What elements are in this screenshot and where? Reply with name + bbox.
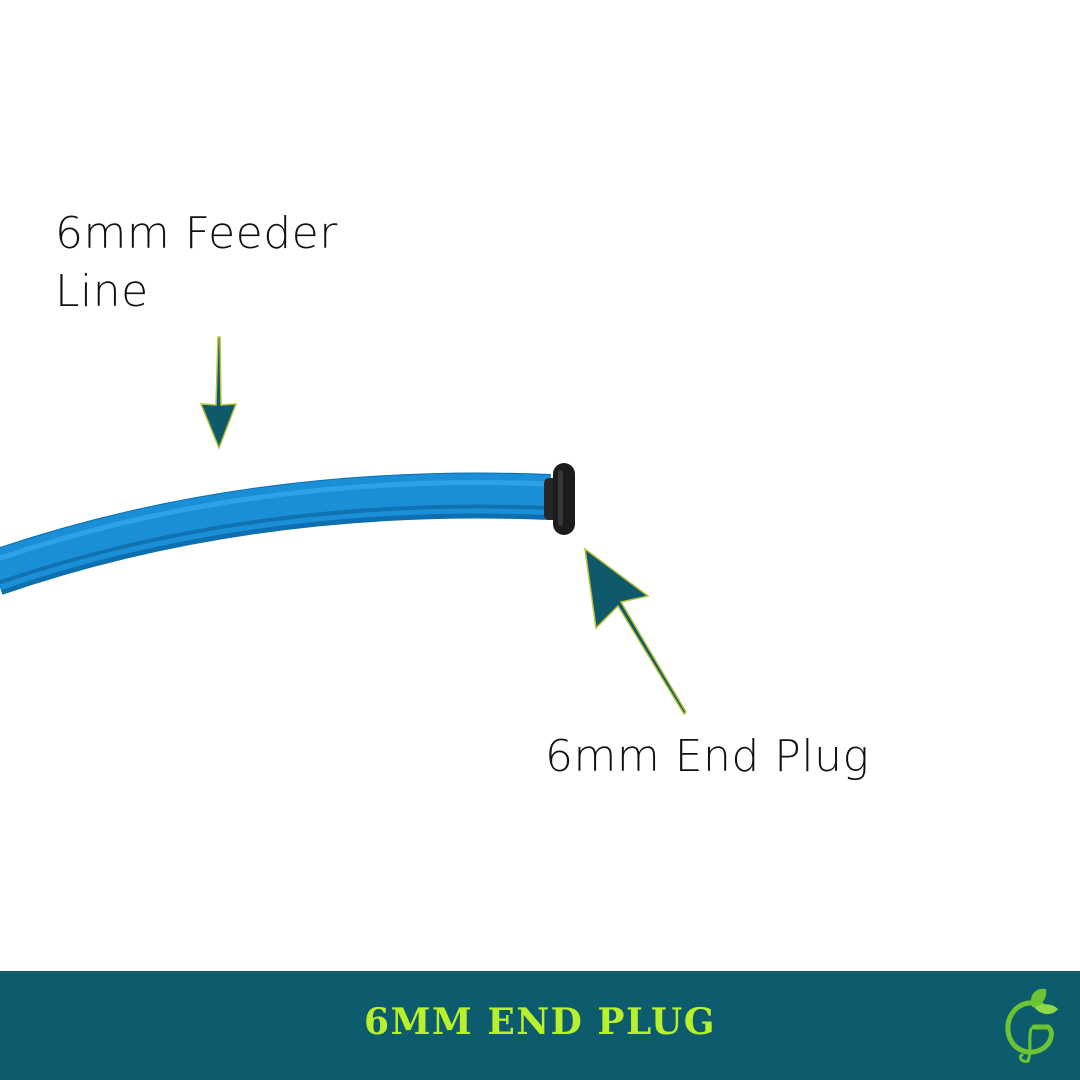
feeder-arrow-icon [199, 336, 238, 451]
end-plug [544, 463, 575, 535]
footer-banner: 6MM END PLUG [0, 971, 1080, 1080]
end-plug-arrow-icon [584, 547, 687, 716]
banner-title: 6MM END PLUG [364, 1001, 716, 1043]
feeder-line-label: 6mm Feeder Line [55, 208, 338, 317]
feeder-line-tube [0, 472, 551, 595]
end-plug-label: 6mm End Plug [545, 731, 870, 782]
leaf-g-logo-icon [1005, 988, 1058, 1063]
